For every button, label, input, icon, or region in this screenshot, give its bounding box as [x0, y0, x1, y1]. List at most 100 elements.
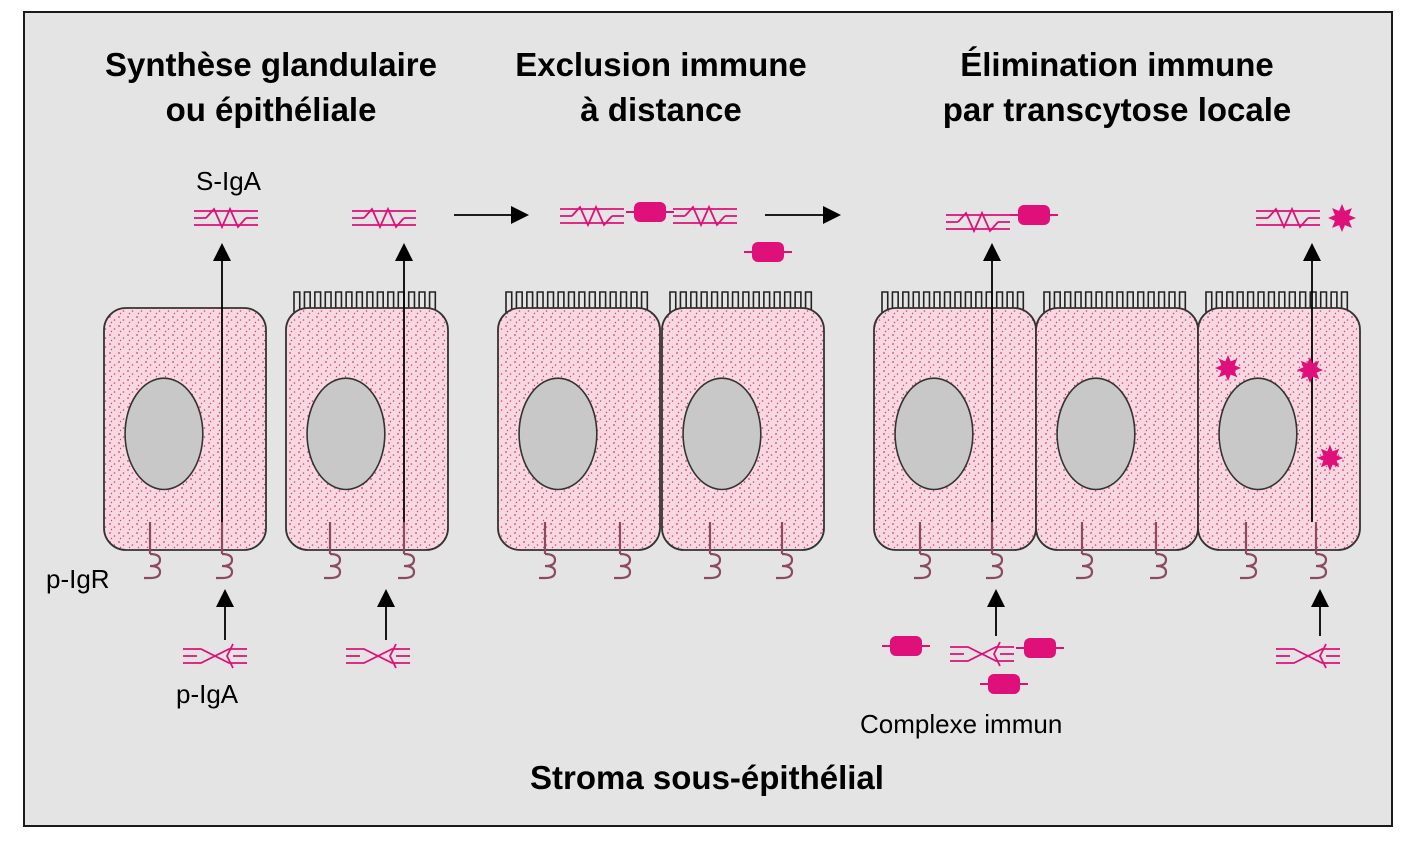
receptor-path	[1310, 522, 1328, 580]
antigen-block	[626, 202, 674, 222]
antigen-body	[1024, 638, 1056, 658]
antigen-body	[890, 636, 922, 656]
microvilli	[505, 291, 649, 314]
title-col1-line2: ou épithéliale	[166, 91, 377, 128]
chains	[560, 208, 624, 224]
label-s-iga: S-IgA	[196, 166, 262, 196]
antigen-block	[980, 674, 1028, 694]
antigen-body	[752, 242, 784, 262]
microvilli	[669, 291, 813, 314]
p-igr-receptor	[1310, 522, 1328, 580]
antigen-block	[1016, 638, 1064, 658]
p-igr-receptor	[216, 522, 234, 580]
microvilli-outline	[669, 291, 813, 314]
p-igr-receptor	[776, 522, 794, 580]
cell-glandular	[103, 307, 267, 551]
cell-elimination-3	[1197, 291, 1361, 551]
cell-elimination-2	[1035, 291, 1199, 551]
microvilli-outline	[1205, 291, 1349, 314]
microvilli	[1205, 291, 1349, 314]
s-iga-molecule	[1256, 206, 1320, 230]
chains	[346, 643, 410, 669]
nucleus	[306, 377, 386, 491]
receptor-path	[914, 522, 932, 580]
s-iga-molecule	[194, 206, 258, 230]
title-col1-line1: Synthèse glandulaire	[105, 46, 437, 83]
receptor-path	[324, 522, 342, 580]
receptor-path	[1240, 522, 1258, 580]
epithelial-cells-layer	[103, 291, 1361, 580]
nucleus	[124, 377, 204, 491]
secretory-component	[205, 206, 247, 230]
chains	[950, 641, 1014, 667]
title-col3-line2: par transcytose locale	[943, 91, 1292, 128]
s-iga-molecule	[673, 204, 737, 228]
receptor-path	[614, 522, 632, 580]
nucleus	[1218, 377, 1298, 491]
p-igr-receptor	[614, 522, 632, 580]
p-igr-receptor	[704, 522, 722, 580]
nucleus	[1056, 377, 1136, 491]
p-igr-receptor	[1150, 522, 1168, 580]
secretory-component	[957, 210, 999, 234]
receptor-path	[216, 522, 234, 580]
starburst-antigen	[1317, 445, 1343, 471]
secretory-component	[571, 204, 613, 228]
receptor-path	[776, 522, 794, 580]
secretory-component	[684, 204, 726, 228]
nucleus	[682, 377, 762, 491]
p-igr-receptor	[1076, 522, 1094, 580]
p-igr-receptor	[914, 522, 932, 580]
p-iga-molecule	[1276, 643, 1340, 669]
antigen-block	[1010, 205, 1058, 225]
receptor-path	[1076, 522, 1094, 580]
microvilli-outline	[505, 291, 649, 314]
p-igr-receptor	[144, 522, 162, 580]
starburst-antigen	[1297, 357, 1323, 383]
receptor-path	[704, 522, 722, 580]
arrows-layer	[213, 206, 1329, 640]
p-igr-receptor	[986, 522, 1004, 580]
starburst-antigen	[1328, 204, 1356, 232]
nucleus	[894, 377, 974, 491]
chains	[946, 214, 1010, 230]
p-iga-molecule	[950, 641, 1014, 667]
microvilli	[1043, 291, 1187, 314]
microvilli	[293, 291, 437, 314]
microvilli-outline	[1043, 291, 1187, 314]
molecules-layer	[183, 202, 1356, 694]
chains	[1256, 210, 1320, 226]
receptor-path	[986, 522, 1004, 580]
title-col2-line1: Exclusion immune	[515, 46, 807, 83]
s-iga-molecule	[352, 206, 416, 230]
s-iga-molecule	[560, 204, 624, 228]
microvilli	[881, 291, 1025, 314]
antigen-block	[744, 242, 792, 262]
s-iga-molecule	[946, 210, 1010, 234]
antigen-body	[1018, 205, 1050, 225]
p-igr-receptor	[1240, 522, 1258, 580]
p-iga-molecule	[346, 643, 410, 669]
receptor-path	[539, 522, 557, 580]
footer-label: Stroma sous-épithélial	[530, 759, 884, 796]
cell-epithelial-1	[285, 291, 449, 551]
receptor-path	[144, 522, 162, 580]
cell-exclusion-1	[497, 291, 661, 551]
receptor-path	[398, 522, 416, 580]
label-immune-complex: Complexe immun	[860, 709, 1062, 739]
label-p-igr: p-IgR	[46, 564, 110, 594]
cell-exclusion-2	[661, 291, 825, 551]
chains	[352, 210, 416, 226]
p-iga-molecule	[183, 643, 247, 669]
chains	[673, 208, 737, 224]
p-igr-receptor	[324, 522, 342, 580]
cell-elimination-1	[873, 291, 1037, 551]
secretory-component	[363, 206, 405, 230]
starburst-antigen	[1215, 355, 1241, 381]
secretory-component	[1267, 206, 1309, 230]
antigen-block	[882, 636, 930, 656]
title-col3-line1: Élimination immune	[960, 46, 1274, 83]
antigen-body	[634, 202, 666, 222]
chains	[194, 210, 258, 226]
